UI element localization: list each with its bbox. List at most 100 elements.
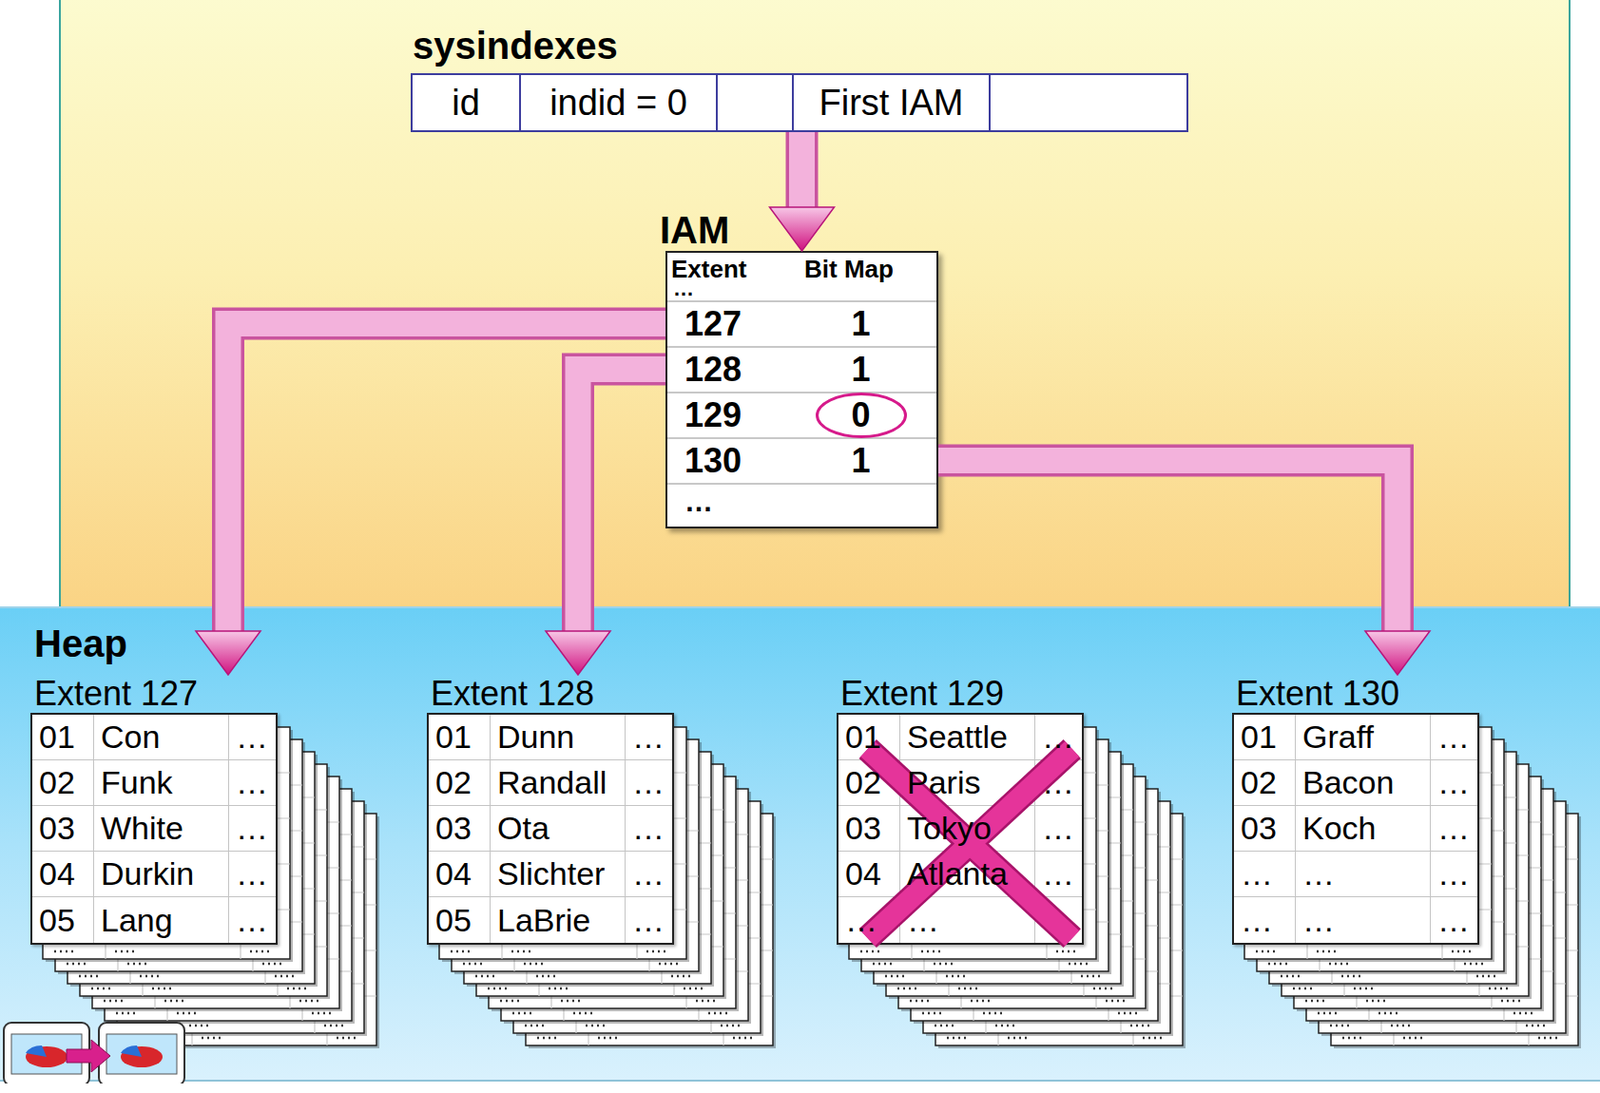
cell-text: … bbox=[235, 718, 269, 756]
dot-marks bbox=[983, 1012, 1003, 1016]
dot-marks bbox=[536, 975, 556, 979]
arrow-band bbox=[938, 461, 1398, 633]
dot-marks bbox=[1341, 975, 1361, 979]
cell-text: Paris bbox=[906, 764, 981, 802]
cell-text: … bbox=[1437, 855, 1470, 893]
cell-text: … bbox=[235, 809, 269, 848]
dot-marks bbox=[720, 1024, 740, 1028]
cross-stroke bbox=[867, 749, 1073, 939]
dot-marks bbox=[475, 975, 495, 979]
table-cell: … bbox=[1429, 714, 1478, 761]
heading-wrap: Extent 127 bbox=[30, 674, 278, 714]
table-cell: Con bbox=[93, 714, 229, 761]
table-cell: 02 bbox=[32, 760, 94, 807]
dot-marks bbox=[1305, 1000, 1325, 1003]
connector-arrow bbox=[770, 132, 835, 251]
table-cell: … bbox=[228, 760, 276, 807]
cell-text: Koch bbox=[1302, 809, 1377, 848]
dot-marks bbox=[1007, 1037, 1027, 1041]
table-cell: … bbox=[228, 714, 276, 761]
extent-pages: Extent 12701Con…02Funk…03White…04Durkin…… bbox=[30, 674, 278, 945]
cell-text: indid = 0 bbox=[549, 82, 688, 124]
table-cell: 05 bbox=[32, 897, 94, 944]
table-cell: id bbox=[412, 75, 520, 131]
cell-text: … bbox=[1240, 902, 1273, 940]
cell-text: Con bbox=[100, 718, 160, 756]
dot-marks bbox=[1292, 987, 1312, 991]
dot-marks bbox=[1255, 950, 1275, 954]
icon-pie bbox=[120, 1046, 163, 1068]
icon-pie bbox=[25, 1046, 68, 1068]
cell-text: 05 bbox=[435, 902, 472, 940]
arrow-band bbox=[786, 132, 819, 208]
extent-cell: 129 bbox=[667, 395, 786, 436]
table-cell: Slichter bbox=[489, 851, 625, 898]
cross-stroke bbox=[867, 749, 1073, 939]
extent-title: Extent 127 bbox=[34, 674, 198, 714]
table-cell: … bbox=[1233, 897, 1295, 944]
table-cell: 04 bbox=[32, 851, 94, 898]
table-cell: 01 bbox=[32, 714, 94, 761]
cell-text: … bbox=[906, 902, 940, 940]
cross-stroke bbox=[867, 749, 1073, 939]
dot-marks bbox=[511, 950, 531, 954]
connector-arrow bbox=[938, 461, 1430, 676]
dot-marks bbox=[909, 1000, 929, 1003]
dot-marks bbox=[560, 1000, 580, 1003]
extent-number: 130 bbox=[684, 441, 742, 481]
table-cell: Ota bbox=[489, 806, 625, 852]
index-row: sysindexesidindid = 0First IAM bbox=[410, 73, 1189, 133]
extent-title: Extent 128 bbox=[430, 674, 595, 714]
table-cell: … bbox=[1294, 851, 1430, 898]
cell-text: … bbox=[632, 718, 665, 756]
dot-marks bbox=[201, 1037, 221, 1041]
dot-marks bbox=[1118, 1012, 1138, 1016]
bit-cell: 1 bbox=[785, 347, 937, 392]
bit-cell: 1 bbox=[785, 439, 937, 483]
dot-marks bbox=[1056, 950, 1076, 954]
extent-title: Extent 129 bbox=[840, 674, 1004, 714]
dot-marks bbox=[1317, 1012, 1337, 1016]
dot-marks bbox=[336, 1037, 356, 1041]
dot-marks bbox=[523, 963, 543, 966]
table-cell: 02 bbox=[1233, 760, 1295, 807]
bitmap-row: 129 0 bbox=[667, 391, 937, 438]
heading-wrap: Extent 130 bbox=[1232, 674, 1480, 714]
connector-arrow bbox=[545, 369, 666, 676]
table-cell: Koch bbox=[1294, 806, 1430, 852]
bitmap-row: 130 1 bbox=[667, 437, 937, 483]
dot-marks bbox=[91, 987, 111, 991]
cell-text: Slichter bbox=[497, 855, 605, 893]
cell-text: LaBrie bbox=[497, 902, 591, 940]
cell-text: … bbox=[1302, 855, 1335, 893]
table-cell: … bbox=[899, 897, 1035, 944]
cell-text: 02 bbox=[1240, 764, 1277, 802]
dot-marks bbox=[311, 1012, 331, 1016]
dot-marks bbox=[1538, 1037, 1558, 1041]
cell-text: Durkin bbox=[100, 855, 194, 893]
table-cell: … bbox=[1233, 851, 1295, 898]
cell-text: 01 bbox=[38, 718, 76, 756]
cell-text: … bbox=[1437, 902, 1470, 940]
extent-cell: 130 bbox=[667, 441, 786, 482]
arrow-band bbox=[228, 324, 666, 633]
bit-value: 0 bbox=[850, 395, 870, 436]
dot-marks bbox=[732, 1037, 752, 1041]
ellipsis: … bbox=[684, 485, 714, 518]
table-cell: … bbox=[624, 806, 673, 852]
dot-marks bbox=[683, 987, 703, 991]
cell-text: 03 bbox=[435, 809, 472, 848]
heading-wrap: sysindexes bbox=[412, 23, 618, 68]
dot-marks bbox=[1268, 963, 1288, 966]
column-header: ExtentBit Map bbox=[667, 252, 937, 284]
cell-text: Randall bbox=[497, 764, 607, 802]
table-cell bbox=[715, 75, 792, 131]
dot-marks bbox=[524, 1024, 544, 1028]
dot-marks bbox=[500, 1000, 520, 1003]
cell-text: … bbox=[1437, 809, 1470, 848]
dot-marks bbox=[1501, 1000, 1521, 1003]
dot-marks bbox=[512, 1012, 532, 1016]
dot-marks bbox=[958, 987, 978, 991]
table-cell: 03 bbox=[428, 806, 490, 852]
